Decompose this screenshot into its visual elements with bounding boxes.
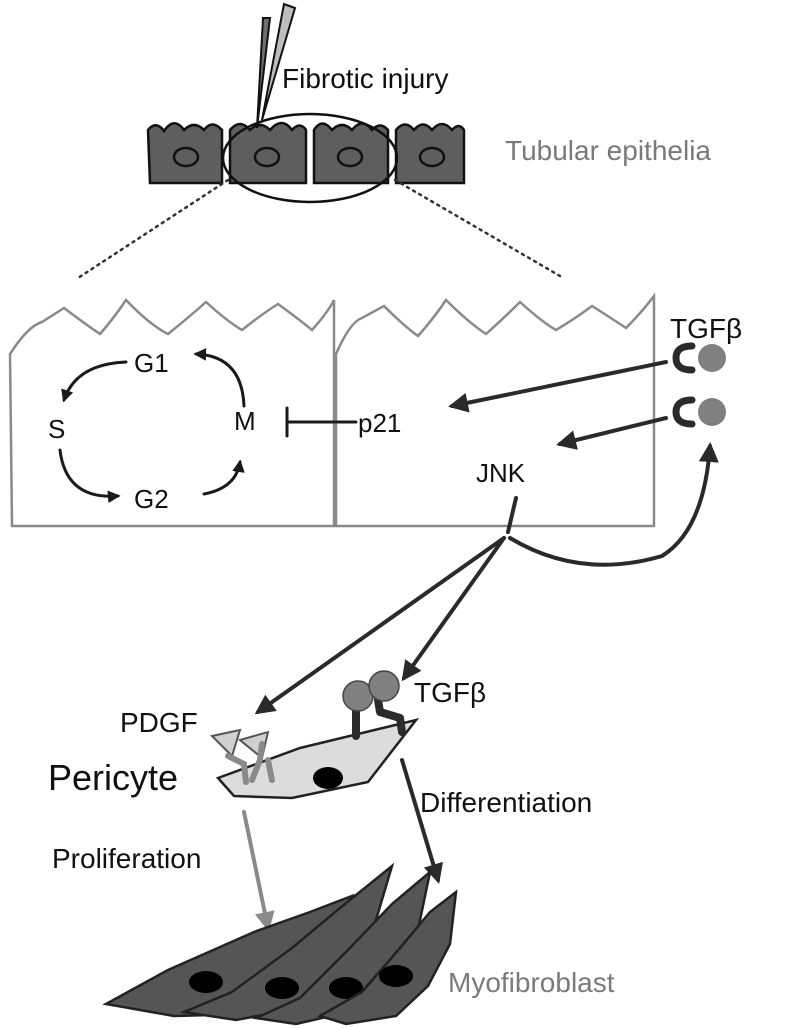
tgfb-ligand-icon — [698, 398, 726, 426]
arrow-tgfb-to-p21 — [448, 360, 668, 413]
arrow-m-g1 — [193, 348, 246, 408]
arrow-differentiation — [400, 758, 443, 884]
pdgf-ligand-icon — [209, 728, 242, 758]
jnk-label: JNK — [476, 458, 526, 488]
pericyte-label: Pericyte — [48, 757, 178, 798]
p21-label: p21 — [358, 408, 401, 438]
myofibroblast-cells — [102, 862, 458, 1026]
arrow-g2-m — [202, 459, 245, 496]
m-label: M — [234, 406, 256, 436]
zoom-line-left — [76, 178, 230, 280]
epithelial-nucleus — [418, 146, 446, 168]
g1-label: G1 — [134, 348, 169, 378]
arrow-jnk-to-pdgf — [254, 536, 506, 715]
pdgf-label: PDGF — [120, 707, 198, 738]
tgfb-ligand-icon — [698, 344, 726, 372]
pericyte-nucleus — [313, 767, 343, 789]
injury-highlight-circle — [221, 112, 399, 204]
arrow-proliferation — [242, 810, 275, 932]
epithelial-nucleus — [253, 146, 281, 168]
tubular-epithelia-label: Tubular epithelia — [505, 135, 711, 166]
tgfb-receptor-lower — [672, 396, 726, 428]
cell-left — [8, 298, 336, 528]
pericyte-cell — [215, 717, 420, 800]
differentiation-label: Differentiation — [420, 787, 592, 818]
epithelial-nucleus — [172, 146, 200, 168]
fibrotic-injury-label: Fibrotic injury — [282, 63, 448, 94]
proliferation-label: Proliferation — [52, 843, 201, 874]
arrow-jnk-to-tgfb-feedback — [508, 442, 719, 567]
cell-right — [334, 292, 656, 528]
g2-label: G2 — [134, 484, 169, 514]
zoom-line-right — [393, 178, 562, 278]
tgfb-ligand-icon — [368, 670, 400, 702]
injury-needle-icon — [256, 2, 297, 129]
pdgf-receptor-icon — [225, 741, 275, 785]
tgfb-receptor-pericyte — [342, 670, 406, 740]
jnk-stem — [506, 496, 518, 534]
arrow-s-g2 — [58, 448, 121, 504]
myofibroblast-label: Myofibroblast — [448, 967, 615, 998]
arrow-g1-s — [61, 360, 128, 403]
arrow-tgfb-to-jnk — [556, 416, 668, 450]
tubular-epithelium — [146, 121, 466, 185]
tgfb-top-label: TGFβ — [670, 313, 742, 344]
tgfb-receptor-upper — [672, 342, 726, 374]
s-label: S — [48, 414, 65, 444]
epithelial-nucleus — [336, 146, 364, 168]
tgfb-bottom-label: TGFβ — [414, 677, 486, 708]
arrow-jnk-to-tgfb-bottom — [401, 536, 506, 682]
